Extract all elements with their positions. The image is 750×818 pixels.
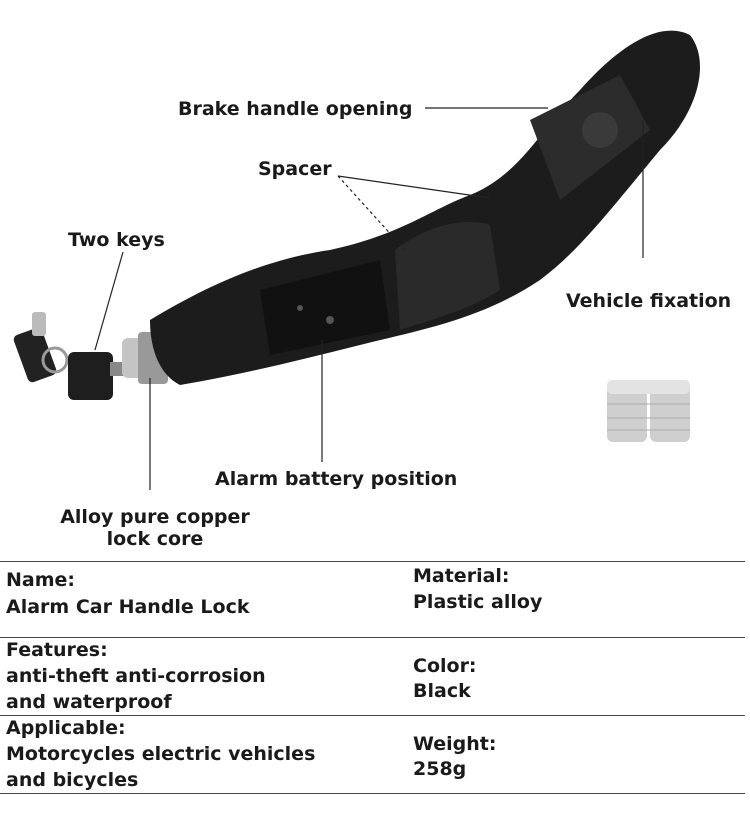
- callout-brake-handle-opening: Brake handle opening: [178, 98, 413, 120]
- spec-row-name: Name: Alarm Car Handle Lock Material: Pl…: [0, 561, 745, 638]
- keys-icon: [13, 312, 130, 400]
- handle-lock-body-icon: [150, 30, 700, 386]
- spec-row-applicable: Applicable: Motorcycles electric vehicle…: [0, 715, 745, 794]
- battery-icon: [607, 380, 690, 442]
- spec-applicable-value-line2: and bicycles: [6, 769, 139, 791]
- callout-lock-core-line2: lock core: [106, 528, 204, 550]
- spec-color-value: Black: [413, 680, 471, 702]
- callout-lock-core: Alloy pure copper lock core: [40, 506, 270, 550]
- spec-material-value: Plastic alloy: [413, 591, 543, 613]
- spec-features-label: Features:: [6, 639, 108, 661]
- product-photo: [13, 30, 700, 490]
- callout-vehicle-fixation: Vehicle fixation: [566, 290, 732, 312]
- spec-weight-value: 258g: [413, 758, 467, 780]
- spec-name-value: Alarm Car Handle Lock: [6, 596, 250, 618]
- spec-features-value-line2: and waterproof: [6, 691, 172, 713]
- spec-applicable-label: Applicable:: [6, 717, 126, 739]
- spec-name-label: Name:: [6, 569, 76, 591]
- spec-material-label: Material:: [413, 565, 510, 587]
- spec-applicable-value-line1: Motorcycles electric vehicles: [6, 743, 316, 765]
- spec-row-features: Features: anti-theft anti-corrosion and …: [0, 637, 745, 716]
- spec-features-value-line1: anti-theft anti-corrosion: [6, 665, 266, 687]
- callout-alarm-battery-position: Alarm battery position: [215, 468, 458, 490]
- spec-color-label: Color:: [413, 655, 477, 677]
- callout-two-keys: Two keys: [68, 229, 165, 251]
- table-bottom-rule: [0, 793, 745, 794]
- callout-lock-core-line1: Alloy pure copper: [60, 506, 250, 528]
- spec-weight-label: Weight:: [413, 733, 497, 755]
- callout-spacer: Spacer: [258, 158, 332, 180]
- leader-lines: [94, 107, 644, 490]
